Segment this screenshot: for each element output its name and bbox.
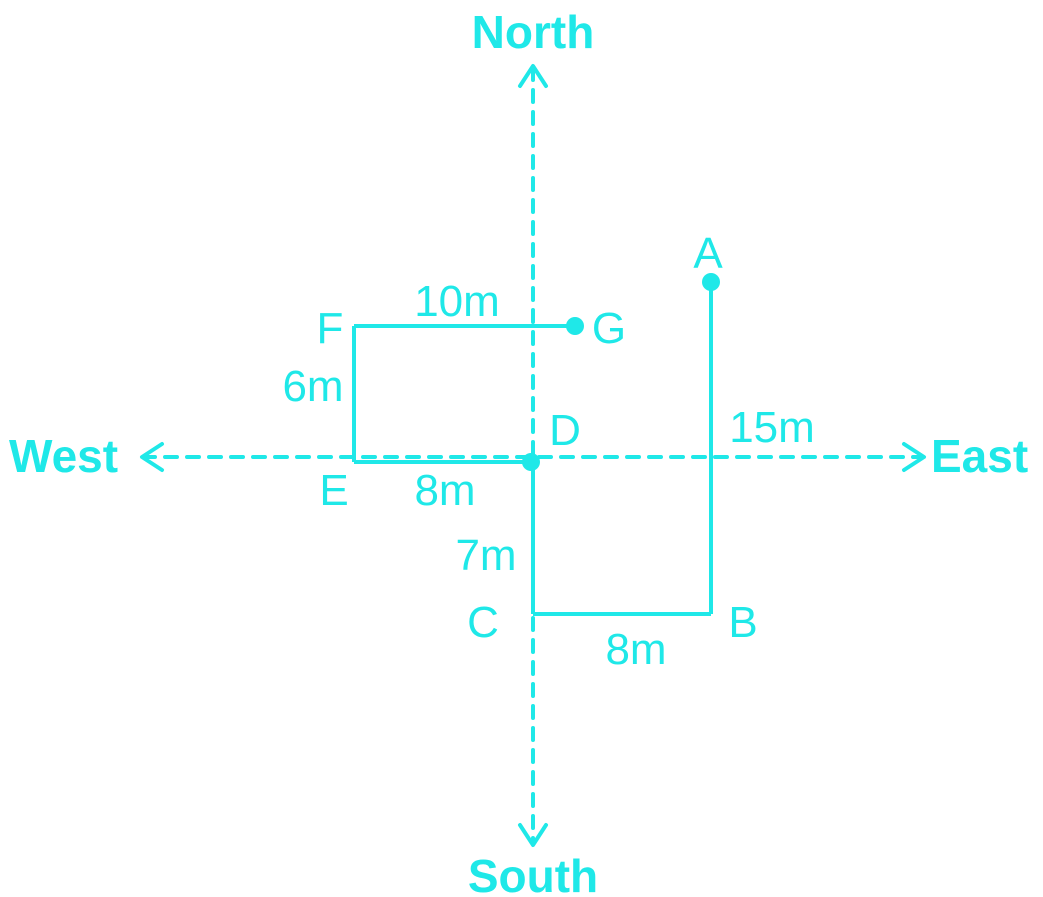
south-arrow-icon [518,823,548,847]
north-label: North [472,6,595,58]
distance-ef-label: 6m [282,362,343,411]
distance-cd-label: 7m [455,531,516,580]
point-a-dot [702,273,720,291]
distance-bc-label: 8m [605,625,666,674]
west-arrow-icon [140,442,164,472]
point-c-label: C [467,598,499,647]
south-label: South [468,850,598,897]
point-a-label: A [693,229,723,278]
point-d-label: D [549,406,581,455]
point-g-dot [566,317,584,335]
distance-ab-label: 15m [729,403,815,452]
west-label: West [9,430,118,482]
east-label: East [931,430,1028,482]
point-e-label: E [319,466,348,515]
point-b-label: B [728,598,757,647]
distance-fg-label: 10m [414,277,500,326]
point-g-label: G [592,304,626,353]
point-d-dot [522,453,540,471]
walking-path [352,282,713,616]
north-arrow-icon [518,64,548,88]
point-f-label: F [317,304,344,353]
east-arrow-icon [902,442,926,472]
distance-de-label: 8m [414,466,475,515]
